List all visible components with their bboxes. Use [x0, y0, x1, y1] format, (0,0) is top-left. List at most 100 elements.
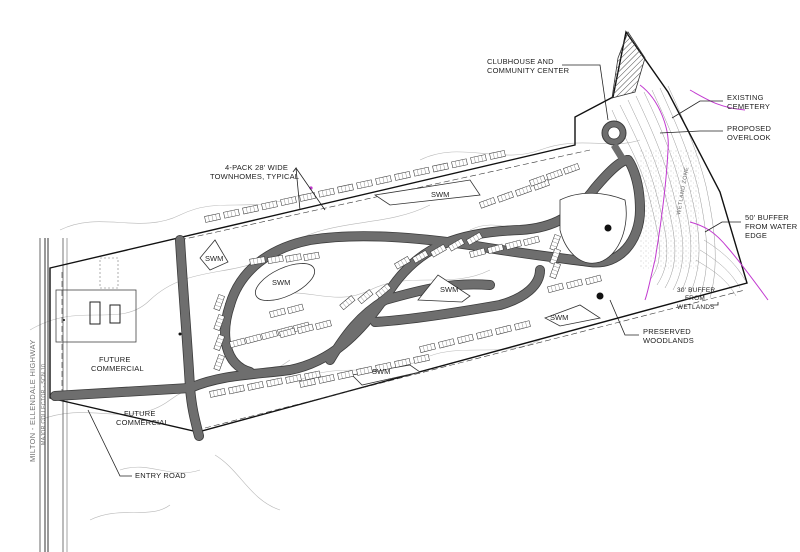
townhome-unit-divider [345, 300, 350, 306]
townhome-unit-divider [344, 371, 347, 378]
townhome-unit-divider [289, 376, 291, 383]
townhome-unit-divider [217, 297, 224, 301]
townhome-unit-divider [213, 390, 215, 397]
townhome-unit-divider [445, 340, 448, 347]
townhome-buildings [204, 150, 602, 398]
townhome-unit-divider [464, 335, 467, 342]
townhome-unit-divider [308, 373, 310, 380]
townhome-unit-divider [436, 248, 441, 254]
townhome-unit-divider [398, 173, 400, 180]
townhome-unit-divider [517, 323, 520, 330]
townhome-unit-divider [472, 236, 477, 242]
townhome-unit-divider [433, 249, 437, 256]
townhome-unit-divider [311, 372, 314, 379]
townhome-unit-divider [216, 301, 223, 304]
townhome-unit-divider [532, 179, 536, 185]
townhome-unit-divider [498, 327, 501, 334]
townhome-unit-divider [508, 242, 511, 249]
townhome-unit-divider [230, 210, 233, 217]
townhome-unit-divider [550, 285, 553, 292]
townhome-unit-divider [577, 279, 580, 286]
townhome-unit-divider [363, 367, 366, 374]
townhome-unit-divider [216, 361, 223, 364]
townhome-unit-divider [436, 165, 438, 172]
townhome-unit-divider [232, 340, 235, 347]
townhome-unit-divider [271, 257, 273, 264]
townhome-unit-divider [554, 284, 557, 291]
swm-label-2: SWM [272, 278, 290, 287]
townhome-unit-divider [472, 250, 475, 257]
overlook-label-2: OVERLOOK [727, 133, 771, 142]
road-network [50, 155, 646, 441]
townhomes-label-1: 4-PACK 28' WIDE [225, 163, 288, 172]
townhome-unit-divider [215, 364, 221, 368]
townhome-unit-divider [422, 252, 426, 258]
townhome-unit-divider [480, 248, 483, 255]
buffer-wetlands-label-1: 30' BUFFER [677, 287, 715, 294]
townhome-unit-divider [256, 257, 259, 264]
townhome-unit-divider [588, 277, 591, 284]
townhome-unit-divider [325, 375, 328, 382]
townhome-unit-divider [489, 198, 493, 205]
townhome-unit-divider [483, 331, 486, 338]
townhome-unit-divider [367, 180, 369, 187]
townhome-unit-divider [405, 359, 407, 366]
townhome-unit-divider [569, 281, 572, 288]
townhome-unit-divider [258, 382, 260, 389]
future-commercial-2-line-2: COMMERCIAL [116, 418, 169, 427]
townhome-unit-divider [476, 249, 479, 256]
townhome-unit-divider [286, 329, 289, 336]
townhome-unit-divider [215, 324, 221, 328]
townhome-unit-divider [398, 360, 400, 367]
townhome-unit-divider [360, 368, 362, 375]
townhome-unit-divider [500, 151, 502, 158]
townhome-unit-divider [284, 198, 286, 205]
townhome-unit-divider [291, 197, 293, 204]
townhome-unit-divider [280, 308, 283, 315]
townhome-unit-divider [310, 253, 313, 260]
townhome-unit-divider [486, 199, 489, 206]
townhome-unit-divider [592, 276, 595, 283]
townhome-unit-divider [329, 188, 331, 195]
townhome-unit-divider [504, 193, 507, 200]
townhome-unit-divider [306, 379, 309, 386]
townhome-unit-divider [314, 252, 316, 259]
buffer-wetlands-label-3: WETLANDS [677, 304, 715, 311]
townhome-unit-divider [405, 172, 407, 179]
townhome-unit-divider [232, 387, 234, 394]
townhome-unit-divider [525, 321, 527, 328]
townhome-unit-divider [420, 168, 423, 175]
townhome-unit-divider [458, 160, 461, 167]
townhome-unit-divider [521, 322, 524, 329]
buffer-wetlands-label-2: FROM [685, 295, 705, 302]
townhome-unit-divider [272, 310, 275, 317]
townhome-unit-divider [227, 211, 229, 218]
townhome-unit-divider [536, 177, 539, 184]
townhome-unit-divider [558, 283, 561, 290]
cemetery-label-1: EXISTING [727, 93, 764, 102]
townhome-unit-divider [552, 241, 559, 244]
townhome-unit-divider [265, 203, 267, 210]
townhome-unit-divider [322, 376, 324, 383]
townhome-unit-divider [553, 265, 560, 269]
townhome-unit-divider [417, 356, 419, 363]
townhome-unit-divider [282, 330, 285, 337]
townhome-unit-divider [573, 280, 576, 287]
townhome-unit-divider [420, 355, 423, 362]
townhome-unit-divider [292, 375, 295, 382]
townhome-unit-divider [401, 172, 404, 179]
townhome-unit-divider [498, 244, 501, 251]
townhome-unit-divider [451, 243, 455, 250]
townhome-unit-divider [246, 207, 248, 214]
townhome-unit-divider [348, 184, 350, 191]
townhome-unit-divider [522, 187, 525, 194]
townhome-unit-divider [424, 167, 426, 174]
townhome-unit-divider [487, 330, 489, 337]
townhome-unit-divider [418, 254, 423, 260]
townhome-unit-divider [290, 328, 293, 335]
townhome-unit-divider [479, 332, 482, 339]
townhome-unit-divider [386, 363, 388, 370]
woodlands-label-1: PRESERVED [643, 327, 691, 336]
highway-sublabel: MAJOR COLLECTOR - SCN 10 [41, 364, 47, 445]
